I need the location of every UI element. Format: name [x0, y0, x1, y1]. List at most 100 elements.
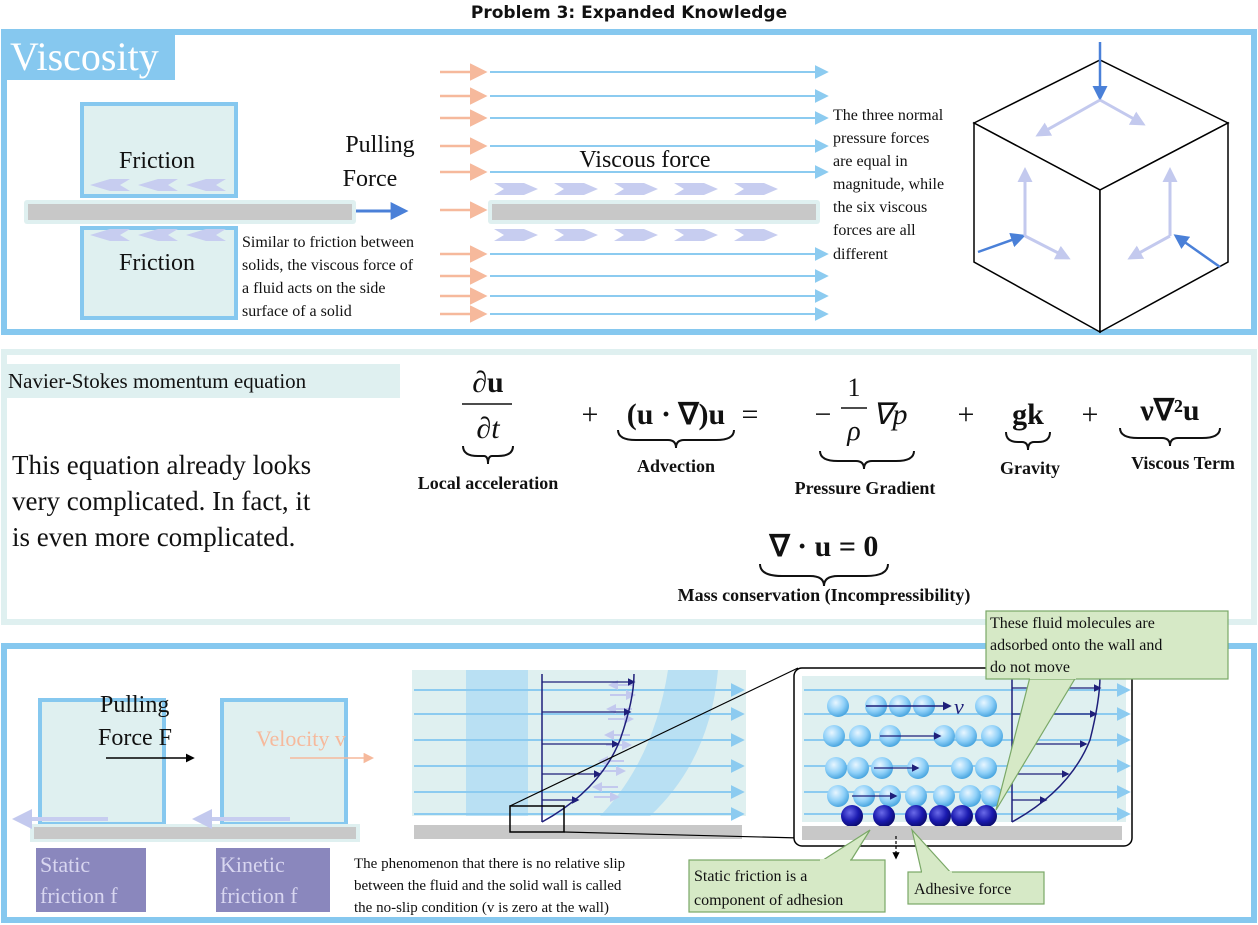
normal-pressure-note: The three normal pressure forces are equ…	[833, 107, 944, 263]
svg-text:The three normal: The three normal	[833, 107, 944, 124]
mass-label: Mass conservation (Incompressibility)	[678, 585, 971, 606]
fluid-molecule	[955, 725, 977, 747]
pressure-numerator: 1	[848, 373, 861, 402]
svg-text:adsorbed onto the wall and: adsorbed onto the wall and	[990, 637, 1162, 654]
svg-text:The phenomenon that there is n: The phenomenon that there is no relative…	[354, 856, 625, 872]
zoom-line-top	[509, 667, 799, 807]
svg-text:between the fluid and the soli: between the fluid and the solid wall is …	[354, 878, 622, 894]
shaded-band-left	[466, 670, 528, 816]
svg-text:magnitude, while: magnitude, while	[833, 176, 944, 193]
svg-text:is even more complicated.: is even more complicated.	[12, 522, 295, 552]
molecule-velocity-label: v	[954, 694, 964, 719]
viscosity-heading: Viscosity	[10, 34, 159, 79]
noslip-note: The phenomenon that there is no relative…	[354, 856, 625, 916]
mass-brace	[759, 563, 889, 587]
velocity-profile-mid	[541, 673, 635, 823]
gravity-label: Gravity	[1000, 458, 1060, 478]
kinetic-friction-line2: friction f	[220, 883, 298, 908]
friction-arrows-bottom	[90, 229, 226, 241]
viscosity-frame	[1, 29, 1257, 335]
pressure-denominator: ρ	[846, 416, 860, 447]
pulling-force-f-line2: Force F	[98, 725, 172, 751]
viscous-arrow-bottom	[674, 229, 718, 241]
viscous-brace	[1119, 427, 1221, 447]
static-friction-line2: friction f	[40, 883, 118, 908]
svg-text:are equal in: are equal in	[833, 153, 908, 170]
pulling-force-f-line1: Pulling	[100, 692, 169, 718]
svg-text:very complicated. In fact, it: very complicated. In fact, it	[12, 486, 311, 516]
no-slip-panel: Pulling Force F Velocity v Static fricti…	[1, 610, 1257, 923]
page-title: Problem 3: Expanded Knowledge	[471, 3, 787, 23]
callout-adhesive: Adhesive force	[907, 827, 1045, 905]
plus-sign-1: +	[582, 398, 599, 431]
local-denominator: ∂t	[476, 412, 500, 445]
minus-sign: −	[815, 398, 832, 431]
svg-text:the six viscous: the six viscous	[833, 199, 927, 216]
viscous-force-label: Viscous force	[579, 147, 710, 173]
zoom-box	[509, 805, 565, 833]
kinetic-friction-line1: Kinetic	[220, 852, 285, 877]
svg-text:the no-slip condition (v is ze: the no-slip condition (v is zero at the …	[354, 900, 609, 916]
fluid-molecule	[823, 725, 845, 747]
fluid-molecules	[823, 695, 1003, 807]
local-label: Local acceleration	[418, 473, 558, 493]
fluid-molecule	[847, 757, 869, 779]
pressure-gradient-term: ∇p	[872, 398, 907, 431]
adsorbed-molecule	[951, 805, 973, 827]
svg-text:Similar to friction between: Similar to friction between	[242, 234, 414, 251]
navier-stokes-panel: Navier-Stokes momentum equation This equ…	[1, 349, 1257, 625]
ns-description: This equation already looks very complic…	[12, 450, 311, 552]
ns-frame	[1, 349, 1257, 625]
svg-text:surface of a solid: surface of a solid	[242, 303, 352, 320]
fluid-molecule	[825, 757, 847, 779]
plate-center	[492, 204, 816, 220]
svg-text:forces are all: forces are all	[833, 222, 916, 239]
fluid-molecule	[959, 785, 981, 807]
fluid-molecule	[933, 785, 955, 807]
svg-text:Static friction is a: Static friction is a	[694, 868, 807, 885]
viscous-force-arrows	[494, 183, 778, 241]
mass-conservation-term: ∇ · u = 0	[769, 530, 879, 563]
svg-text:solids, the viscous force of: solids, the viscous force of	[242, 257, 414, 274]
velocity-label: Velocity v	[256, 726, 346, 751]
static-block	[38, 698, 166, 826]
svg-text:do not move: do not move	[990, 659, 1070, 676]
svg-text:different: different	[833, 246, 888, 263]
callout-static: Static friction is a component of adhesi…	[688, 829, 886, 913]
svg-text:This equation already looks: This equation already looks	[12, 450, 311, 480]
friction-bottom-label: Friction	[119, 250, 195, 276]
svg-text:Adhesive force: Adhesive force	[914, 881, 1011, 898]
friction-top-label: Friction	[119, 148, 195, 174]
advection-brace	[617, 429, 735, 449]
fluid-molecule	[849, 725, 871, 747]
noslip-plate	[34, 827, 356, 839]
adsorbed-molecule	[929, 805, 951, 827]
ns-heading-bg	[4, 364, 400, 398]
fluid-molecule	[827, 785, 849, 807]
kinetic-friction-badge	[216, 848, 330, 912]
local-numerator: ∂u	[472, 366, 504, 399]
callout-adsorbed: These fluid molecules are adsorbed onto …	[985, 610, 1229, 811]
plate-left	[28, 204, 352, 220]
viscous-arrow-top	[554, 183, 598, 195]
fluid-molecule	[975, 757, 997, 779]
boundary-flow-arrows	[414, 680, 745, 821]
pressure-brace	[819, 450, 915, 470]
viscous-term: ν∇²u	[1139, 394, 1199, 427]
shaded-band-right	[600, 670, 718, 816]
viscosity-panel: Viscosity Friction Friction Pulling Forc…	[1, 29, 1257, 335]
gravity-term: gk	[1012, 398, 1044, 431]
viscous-arrow-top	[614, 183, 658, 195]
pressure-label: Pressure Gradient	[795, 478, 936, 498]
advection-term: (u · ∇)u	[627, 398, 725, 431]
local-brace	[462, 445, 514, 465]
static-friction-badge	[36, 848, 146, 912]
adsorbed-molecule	[905, 805, 927, 827]
noslip-frame	[1, 643, 1257, 923]
plus-sign-3: +	[1082, 398, 1099, 431]
zoom-line-bottom	[563, 831, 801, 839]
svg-text:pressure forces: pressure forces	[833, 130, 929, 147]
viscous-arrow-bottom	[554, 229, 598, 241]
adsorbed-molecule	[975, 805, 997, 827]
adsorbed-molecule	[873, 805, 895, 827]
